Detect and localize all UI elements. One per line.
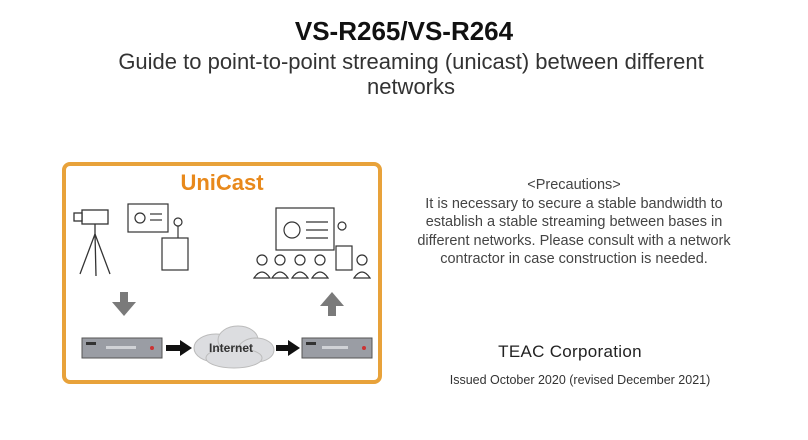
decoder-device-icon (301, 337, 373, 359)
issue-date: Issued October 2020 (revised December 20… (449, 373, 711, 387)
audience-icon (252, 207, 372, 279)
down-arrow-icon (112, 292, 136, 316)
right-arrow-icon (166, 340, 192, 356)
internet-cloud-icon (193, 325, 275, 369)
company-name: TEAC Corporation (498, 342, 642, 361)
internet-label: Internet (208, 341, 253, 355)
up-arrow-icon (320, 292, 344, 316)
encoder-device-icon (81, 337, 163, 359)
unicast-title: UniCast (180, 170, 264, 195)
camera-icon (73, 209, 111, 277)
right-arrow-icon (276, 340, 300, 356)
unicast-illustration (73, 203, 373, 369)
precautions: <Precautions> It is necessary to secure … (404, 176, 744, 269)
page-title: VS-R265/VS-R264 (294, 16, 514, 46)
page-subtitle: Guide to point-to-point streaming (unica… (118, 49, 704, 99)
unicast-diagram: UniCast Internet (62, 162, 382, 384)
presenter-icon (127, 203, 189, 271)
precautions-body: It is necessary to secure a stable bandw… (417, 195, 731, 268)
precautions-heading: <Precautions> (527, 177, 621, 193)
